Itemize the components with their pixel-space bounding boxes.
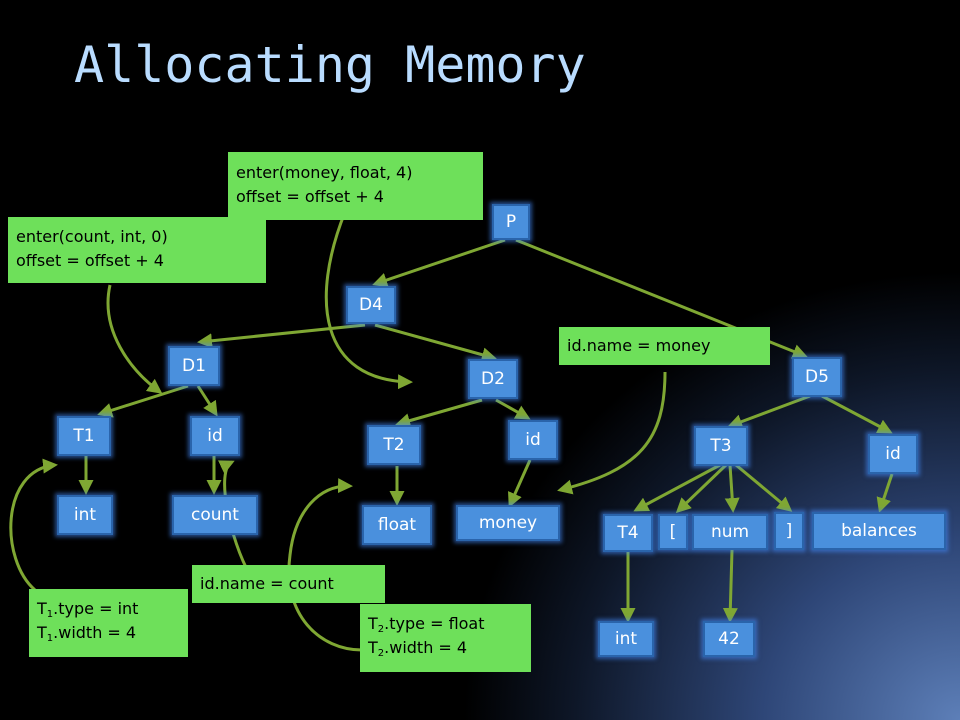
node-label: 42	[718, 629, 740, 649]
node-lbracket: [	[658, 514, 688, 550]
node-label: money	[478, 513, 538, 533]
edge-d4-d1	[197, 323, 366, 349]
node-d5: D5	[792, 357, 842, 397]
node-label: int	[614, 629, 638, 649]
edge-t3-t4	[633, 463, 721, 512]
note-t1-attrs: T1.type = int T1.width = 4	[29, 589, 188, 657]
node-label: D1	[182, 356, 206, 376]
edge-id3-balances	[876, 473, 894, 513]
edge-d4-d2	[374, 323, 497, 363]
edge-d2-t2	[395, 398, 483, 428]
edge-num-42	[722, 549, 738, 623]
edge-d5-t3	[727, 394, 811, 429]
note-idname-count: id.name = count	[192, 565, 385, 603]
node-label: int	[73, 505, 97, 525]
node-p: P	[492, 204, 530, 240]
node-label: T4	[617, 523, 639, 543]
arrow-idname-money-to-money	[557, 371, 667, 495]
node-count: count	[172, 495, 258, 535]
node-label: ]	[785, 521, 793, 541]
node-42: 42	[703, 621, 755, 657]
edge-d1-id1	[196, 385, 218, 417]
node-label: balances	[841, 521, 917, 541]
node-float: float	[362, 505, 432, 545]
node-t1: T1	[57, 416, 111, 456]
node-id3: id	[868, 434, 918, 474]
node-id1: id	[190, 416, 240, 456]
note-line: offset = offset + 4	[16, 251, 164, 270]
arrow-t2-attrs-to-float	[287, 478, 363, 652]
note-line: T2.width = 4	[368, 638, 468, 659]
slide-title: Allocating Memory	[74, 36, 586, 94]
node-id2: id	[508, 420, 558, 460]
note-enter-money: enter(money, float, 4) offset = offset +…	[228, 152, 483, 220]
note-line: T2.type = float	[368, 614, 485, 635]
note-enter-count: enter(count, int, 0) offset = offset + 4	[8, 217, 266, 283]
note-idname-money: id.name = money	[559, 327, 770, 365]
node-d4: D4	[346, 286, 396, 324]
edge-id2-money	[508, 459, 532, 508]
node-label: float	[377, 515, 417, 535]
note-line: id.name = money	[567, 336, 711, 355]
node-label: id	[525, 430, 541, 450]
node-t4: T4	[603, 514, 653, 552]
node-label: num	[710, 522, 750, 542]
node-balances: balances	[812, 512, 946, 550]
node-label: P	[505, 212, 517, 232]
arrow-enter-count-to-d1	[106, 284, 163, 394]
arrow-enter-money-to-d2	[324, 211, 413, 390]
node-t3: T3	[694, 426, 748, 466]
arrow-t1-attrs-to-t1	[9, 458, 58, 592]
node-label: T3	[710, 436, 732, 456]
node-label: id	[885, 444, 901, 464]
node-label: count	[191, 505, 239, 525]
node-label: D4	[359, 295, 383, 315]
node-d1: D1	[168, 346, 220, 386]
node-label: [	[669, 522, 677, 542]
note-line: enter(money, float, 4)	[236, 163, 413, 182]
node-label: T1	[73, 426, 95, 446]
note-line: enter(count, int, 0)	[16, 227, 168, 246]
edge-d1-t1	[97, 384, 189, 418]
edge-p-d4	[372, 238, 506, 288]
node-label: D5	[805, 367, 829, 387]
edge-d5-id3	[821, 394, 893, 434]
edge-t3-lbracket	[675, 463, 728, 514]
node-num: num	[692, 514, 768, 550]
node-label: T2	[383, 435, 405, 455]
node-t2: T2	[367, 425, 421, 465]
node-d2: D2	[468, 359, 518, 399]
note-line: T1.width = 4	[37, 623, 137, 644]
node-label: D2	[481, 369, 505, 389]
node-money: money	[456, 505, 560, 541]
note-t2-attrs: T2.type = float T2.width = 4	[360, 604, 531, 672]
note-line: T1.type = int	[37, 599, 139, 620]
edge-t3-rbracket	[735, 463, 793, 512]
node-int1: int	[57, 495, 113, 535]
note-line: id.name = count	[200, 574, 334, 593]
node-rbracket: ]	[774, 512, 804, 550]
node-label: id	[207, 426, 223, 446]
edge-d2-id2	[495, 398, 531, 420]
note-line: offset = offset + 4	[236, 187, 384, 206]
edge-t3-num	[724, 464, 740, 513]
node-int2: int	[598, 621, 654, 657]
